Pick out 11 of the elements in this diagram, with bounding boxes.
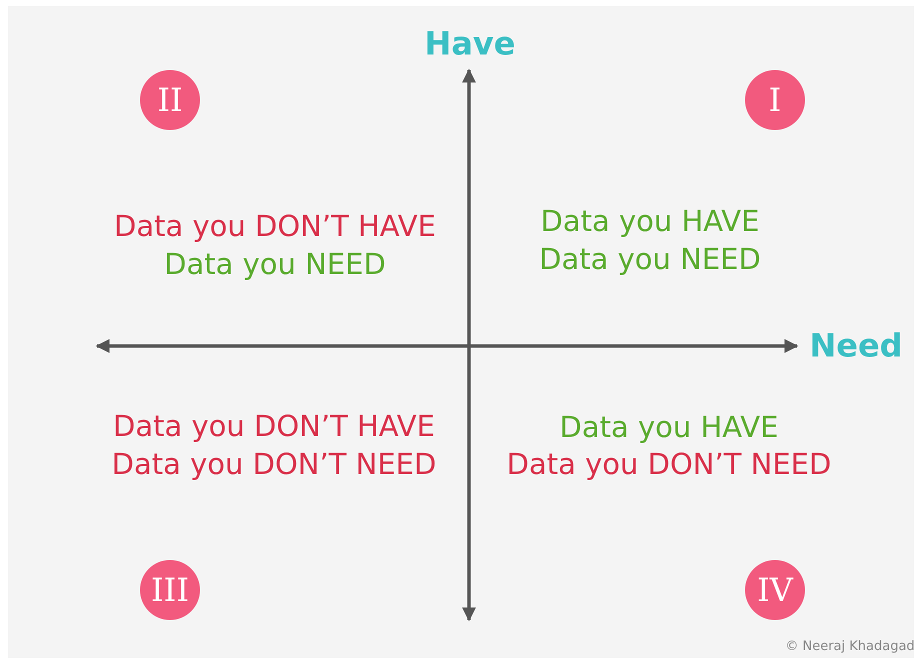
axis-title: Need	[809, 328, 903, 364]
axis-title: Have	[424, 26, 516, 62]
copyright-note: © Neeraj Khadagad	[785, 640, 915, 654]
quadrant-text: Data you DON’T NEED	[506, 449, 832, 481]
quadrant-text: Data you NEED	[539, 244, 761, 276]
quadrant-text: Data you DON’T HAVE	[113, 411, 435, 443]
quadrant-text: Data you DON’T HAVE	[114, 211, 436, 243]
quadrant-text: Data you HAVE	[560, 412, 778, 444]
quadrant-text: Data you NEED	[164, 249, 386, 281]
quadrant-text: Data you HAVE	[540, 206, 760, 238]
quadrant-text: Data you DON’T NEED	[112, 449, 436, 481]
